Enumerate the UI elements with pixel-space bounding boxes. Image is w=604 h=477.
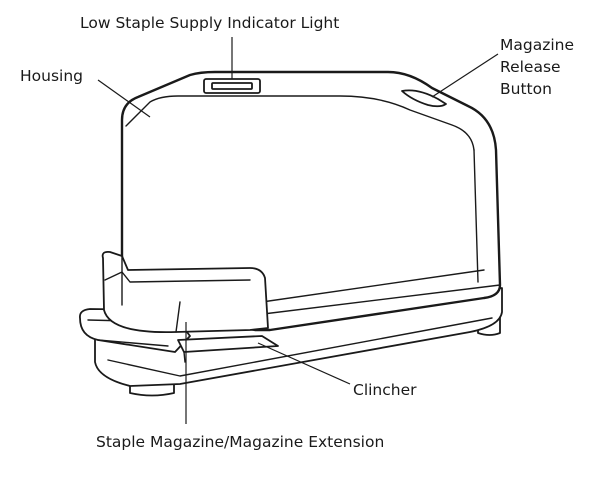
label-housing: Housing [20, 67, 83, 85]
leader-release-button [431, 53, 499, 98]
indicator-light-window [203, 78, 261, 94]
label-release-line3: Button [500, 80, 552, 98]
label-indicator-light: Low Staple Supply Indicator Light [80, 14, 339, 32]
leader-clincher [257, 342, 351, 385]
leader-lines [97, 37, 499, 424]
label-release-line2: Release [500, 58, 561, 76]
magazine-release-button [401, 89, 447, 108]
labels: Low Staple Supply Indicator Light Housin… [20, 14, 574, 451]
leader-housing [97, 79, 151, 118]
base-plate [94, 287, 503, 397]
stapler-illustration [79, 70, 503, 397]
clincher-plate [177, 335, 279, 363]
label-release-line1: Magazine [500, 36, 574, 54]
label-clincher: Clincher [353, 381, 417, 399]
staple-magazine [101, 250, 269, 334]
label-staple-magazine: Staple Magazine/Magazine Extension [96, 433, 384, 451]
